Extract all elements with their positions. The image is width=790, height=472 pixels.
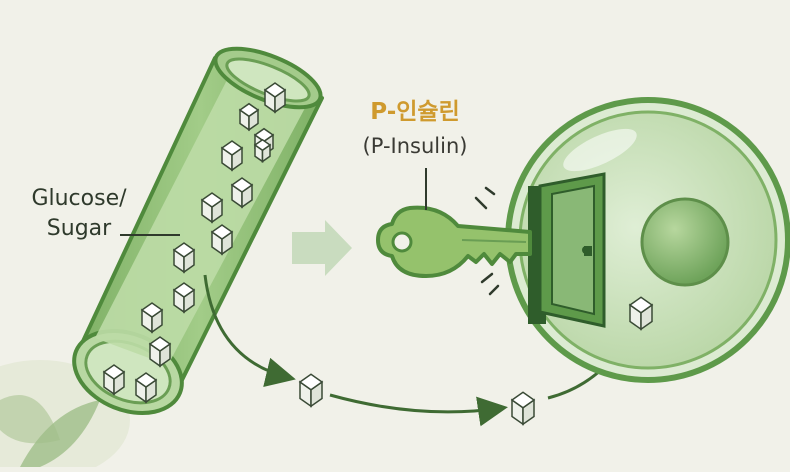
cell-door-icon xyxy=(528,174,604,326)
sugar-cube-icon xyxy=(240,104,258,130)
sugar-cube-icon xyxy=(512,392,534,424)
sugar-cube-icon xyxy=(212,225,232,254)
glucose-label-line2: Sugar xyxy=(4,214,154,244)
nucleus xyxy=(642,199,728,285)
block-arrow xyxy=(292,220,352,276)
sugar-cube-icon xyxy=(136,373,156,402)
sugar-cube-icon xyxy=(265,83,285,112)
sugar-cube-icon xyxy=(150,337,170,366)
flow-arrow-2 xyxy=(330,395,502,412)
sugar-cube-icon xyxy=(630,297,652,329)
insulin-label-korean: P-인슐린 xyxy=(330,92,500,126)
sugar-cube-icon xyxy=(232,178,252,207)
sugar-cube-icon xyxy=(104,365,124,394)
sugar-cube-icon xyxy=(174,243,194,272)
sugar-cube-icon xyxy=(202,193,222,222)
glucose-label-line1: Glucose/ xyxy=(4,184,154,214)
sugar-cube-icon xyxy=(174,283,194,312)
sugar-cube-icon xyxy=(255,140,270,162)
sugar-cube-icon xyxy=(222,141,242,170)
insulin-label-english: (P-Insulin) xyxy=(330,134,500,158)
glucose-label: Glucose/ Sugar xyxy=(4,184,154,244)
sugar-cube-icon xyxy=(142,303,162,332)
sugar-cube-icon xyxy=(300,374,322,406)
